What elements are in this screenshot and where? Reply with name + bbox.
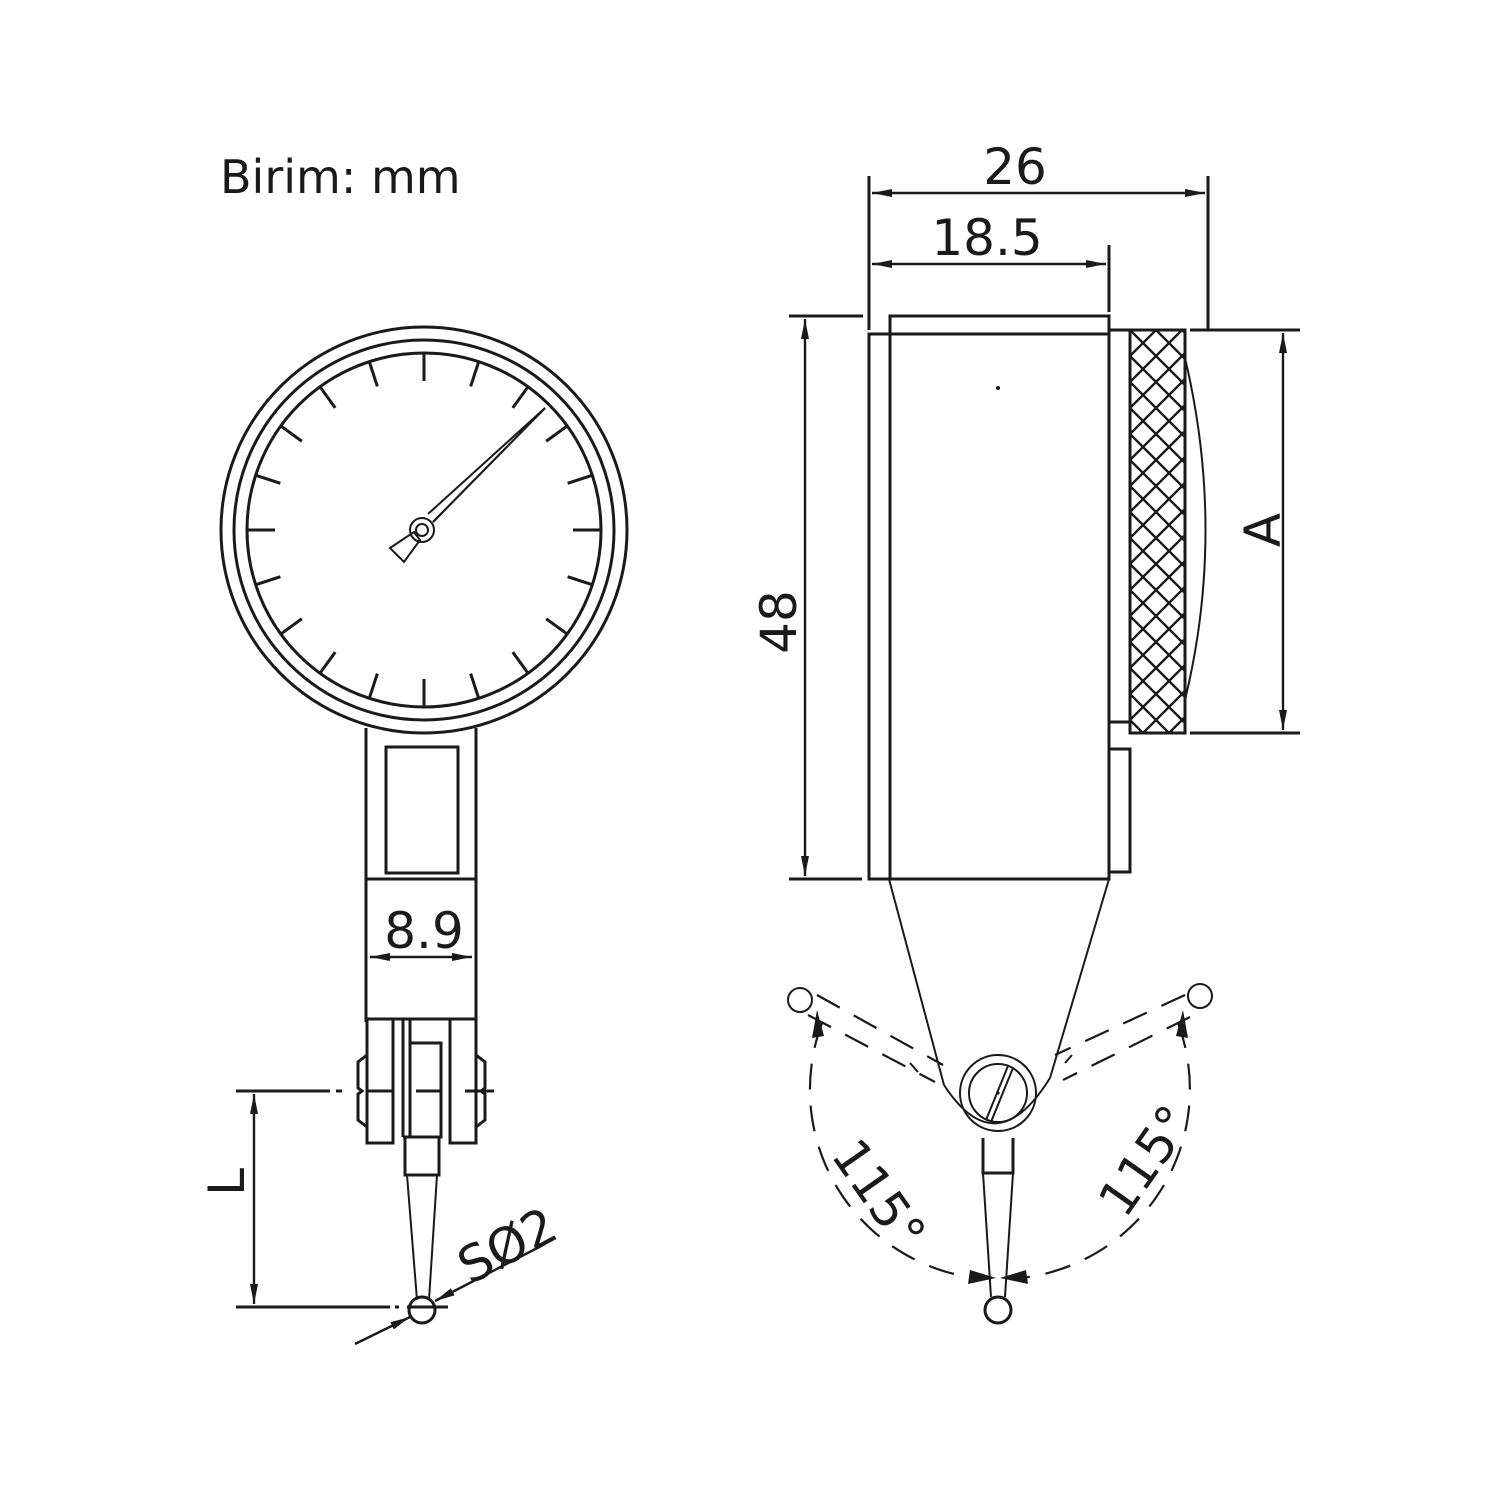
bezel-label: A (1234, 513, 1292, 547)
front-view: 8.9 L SØ2 (198, 325, 629, 1346)
swing-arc (808, 1022, 976, 1280)
ball-diameter-label: SØ2 (448, 1196, 566, 1296)
stem-window (384, 745, 460, 875)
body-width-label: 18.5 (931, 209, 1042, 267)
ball-diameter-leader (354, 1315, 411, 1346)
dial-tick (256, 575, 281, 586)
dial-tick (319, 386, 337, 409)
height-label: 48 (750, 590, 808, 654)
dial-tick (368, 362, 379, 387)
stylus (403, 1135, 441, 1325)
dial-tick (511, 651, 529, 674)
width-dimension-label: 8.9 (384, 902, 464, 960)
case-front-plate (867, 332, 892, 881)
stylus-clamp (356, 1020, 494, 1145)
dial-tick (280, 425, 303, 443)
dial-tick (545, 425, 568, 443)
side-tab (1107, 747, 1132, 874)
pivot-screw (959, 1054, 1037, 1132)
stem-neck (364, 728, 478, 1022)
dial-tick (280, 617, 303, 635)
dial-tick (567, 575, 592, 586)
dial-tick (511, 386, 529, 409)
units-label: Birim: mm (220, 150, 461, 204)
dial-tick (469, 362, 480, 387)
side-stylus-ball (983, 1295, 1013, 1325)
case-body (888, 314, 1111, 881)
angle-left-label: 115° (820, 1129, 937, 1261)
stylus-swing-positions (787, 983, 1213, 1083)
crystal-dome (1184, 357, 1207, 701)
dial-outer-ring (219, 325, 629, 735)
dial-tick (469, 673, 480, 698)
dial-tick (319, 651, 337, 674)
dial-tick (256, 474, 281, 485)
knurled-bezel (1130, 330, 1185, 733)
dial-tick (368, 673, 379, 698)
side-view: 26 18.5 48 A (750, 138, 1300, 1325)
dial-needle (388, 407, 546, 564)
stylus-cone (888, 878, 1110, 1086)
dial-ticks (248, 354, 600, 706)
dial-tick (545, 617, 568, 635)
length-dimension-label: L (198, 1168, 256, 1196)
stylus-ball (407, 1295, 437, 1325)
length-extension-lines (236, 1089, 448, 1309)
dial-tick (567, 474, 592, 485)
dial-face (245, 351, 603, 709)
dial-bezel-ring (232, 338, 616, 722)
angle-right-label: 115° (1087, 1095, 1204, 1227)
overall-width-label: 26 (983, 138, 1047, 196)
